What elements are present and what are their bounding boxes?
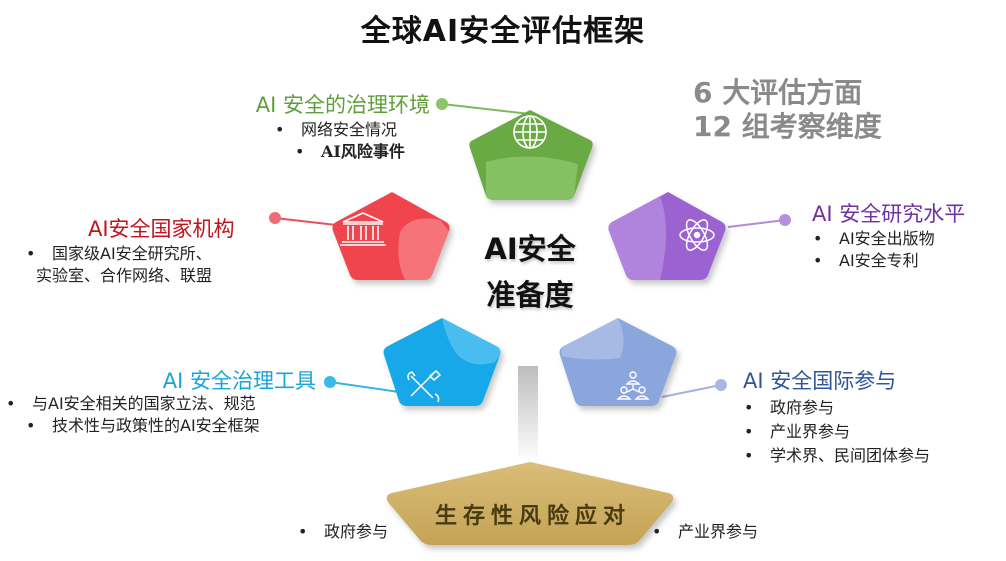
summary-aspects: 6 大评估方面 — [693, 76, 863, 109]
center-label-line2: 准备度 — [486, 278, 574, 312]
bullet-item: •AI安全出版物 — [813, 229, 935, 248]
category-title: AI安全国家机构 — [88, 217, 235, 241]
category-title: AI 安全国际参与 — [743, 369, 897, 393]
pentagon-international-participation — [559, 318, 677, 406]
category-title: AI 安全治理工具 — [162, 369, 316, 393]
bullet-item: •AI风险事件 — [295, 142, 405, 161]
bullet-item-continued: 实验室、合作网络、联盟 — [36, 266, 213, 285]
connector-lines — [269, 98, 791, 398]
pentagon-governance-tools — [383, 318, 501, 406]
page-title: 全球AI安全评估框架 — [360, 14, 646, 49]
bullet-item: •学术界、民间团体参与 — [744, 446, 931, 465]
category-research-level: AI 安全研究水平 — [812, 198, 965, 228]
bullet-item: •AI安全专利 — [813, 251, 919, 270]
category-title: AI 安全的治理环境 — [255, 93, 430, 117]
tools-icon — [407, 369, 442, 403]
globe-icon — [513, 115, 547, 149]
bottom-bullet-industry: •产业界参与 — [652, 522, 759, 541]
category-governance-environment: AI 安全的治理环境 — [150, 89, 430, 119]
center-label-line1: AI安全 — [484, 232, 576, 266]
summary-dimensions: 12 组考察维度 — [693, 110, 882, 143]
bullet-item: •网络安全情况 — [275, 120, 398, 139]
category-title: AI 安全研究水平 — [812, 202, 966, 226]
category-bullets: •与AI安全相关的国家立法、规范 •技术性与政策性的AI安全框架 — [6, 393, 260, 437]
category-bullets: •AI安全出版物 •AI安全专利 — [813, 228, 935, 272]
bullet-item: •产业界参与 — [744, 422, 851, 441]
category-governance-tools: AI 安全治理工具 — [40, 365, 316, 395]
category-bullets: •网络安全情况 •AI风险事件 — [275, 119, 405, 163]
category-national-institutions: AI安全国家机构 — [88, 213, 235, 243]
bottom-bullet-government: •政府参与 — [298, 522, 389, 541]
network-people-icon — [616, 371, 650, 400]
bullet-item: •政府参与 — [744, 398, 835, 417]
category-bullets: •政府参与 •产业界参与 •学术界、民间团体参与 — [744, 396, 930, 468]
bullet-item: •国家级AI安全研究所、 — [26, 244, 212, 263]
existential-risk-banner — [386, 462, 674, 545]
bullet-item: •与AI安全相关的国家立法、规范 — [6, 394, 256, 413]
pentagon-research-level — [608, 192, 726, 280]
institution-building-icon — [340, 212, 386, 246]
category-international-participation: AI 安全国际参与 — [743, 365, 896, 395]
category-bullets: •国家级AI安全研究所、 实验室、合作网络、联盟 — [26, 243, 212, 287]
pentagon-national-institutions — [332, 192, 450, 280]
bullet-item: •技术性与政策性的AI安全框架 — [26, 416, 260, 435]
atom-icon — [679, 219, 715, 251]
summary-block: 6 大评估方面 12 组考察维度 — [693, 76, 882, 144]
existential-risk-label: 生存性风险应对 — [434, 504, 631, 529]
center-stem — [518, 366, 538, 462]
pentagon-governance-environment — [469, 110, 593, 200]
center-label: AI安全 准备度 — [470, 226, 590, 318]
